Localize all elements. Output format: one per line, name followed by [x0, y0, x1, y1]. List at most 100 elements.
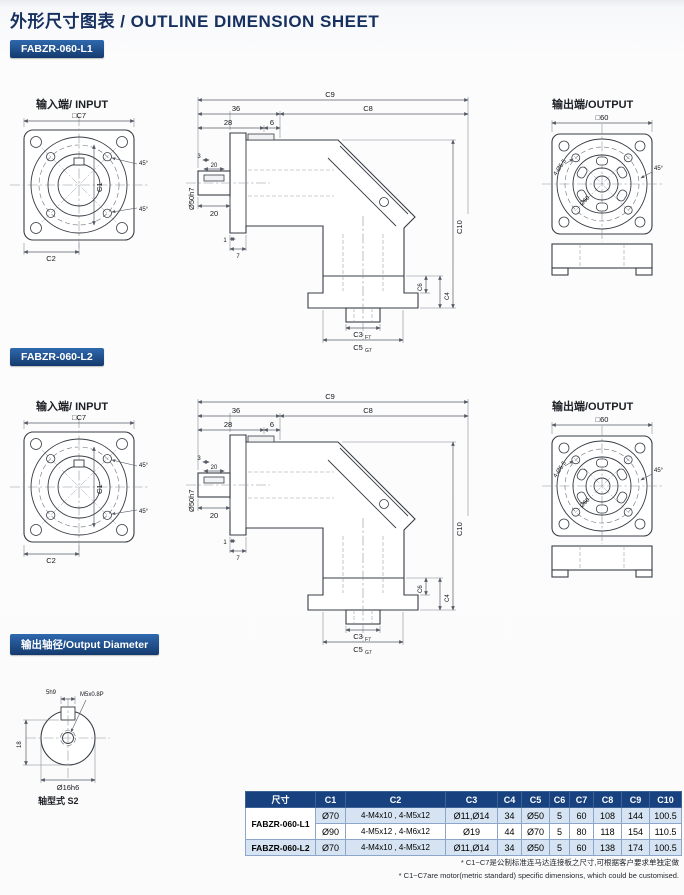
input-view-label: 输入端/ INPUT — [36, 99, 109, 111]
dim-c9: C9 — [325, 90, 335, 99]
col-header: C6 — [549, 791, 570, 808]
cell-c8: 108 — [593, 807, 622, 824]
cell-c8: 118 — [593, 823, 622, 840]
input-view-drawing: □C7 C1 C2 45° 45° — [10, 111, 149, 263]
dim-key-3: 3 — [197, 456, 201, 462]
dim-c5-tolerance: G7 — [365, 650, 372, 656]
cell-c5: Ø50 — [521, 839, 550, 856]
cell-c1: Ø70 — [315, 807, 346, 824]
shaft-dimensions — [23, 696, 96, 783]
dim-28: 28 — [224, 420, 232, 429]
input-view-dimensions — [23, 118, 138, 255]
cell-c1: Ø90 — [315, 823, 346, 840]
cell-c3: Ø19 — [445, 823, 498, 840]
input-view-dimensions — [23, 420, 138, 557]
cell-c2: 4-M4x10 , 4-M5x12 — [345, 839, 446, 856]
output-view-geometry — [542, 426, 662, 578]
dim-c4: C4 — [445, 292, 451, 300]
dim-c3: C3 — [353, 330, 363, 339]
dim-6: 6 — [270, 118, 274, 127]
dim-pilot-dia: Ø50h7 — [187, 187, 196, 210]
cell-model: FABZR-060-L2 — [245, 839, 316, 856]
output-view-drawing: □60 4-Ø5.5 Ø60 45° — [542, 415, 664, 578]
dim-c3: C3 — [353, 632, 363, 641]
col-header: C7 — [569, 791, 594, 808]
cell-c2: 4-M5x12 , 4-M6x12 — [345, 823, 446, 840]
dim-c1: C1 — [95, 182, 104, 192]
cell-model: FABZR-060-L1 — [245, 807, 316, 840]
cell-c9: 144 — [621, 807, 650, 824]
dim-c2: C2 — [46, 254, 56, 263]
table-header-row: 尺寸 C1 C2 C3 C4 C5 C6 C7 C8 C9 C10 — [245, 791, 682, 808]
cell-c5: Ø50 — [521, 807, 550, 824]
cell-c1: Ø70 — [315, 839, 346, 856]
cell-c5: Ø70 — [521, 823, 550, 840]
side-view-drawing: C9 36 C8 28 6 3 20 Ø50h7 20 1 7 C10 C6 C… — [186, 392, 469, 656]
output-view-label: 输出端/OUTPUT — [552, 401, 634, 413]
shaft-type-caption: 轴型式 S2 — [38, 796, 79, 806]
dim-keyway-width: 5h9 — [46, 690, 57, 696]
dim-20: 20 — [210, 209, 218, 218]
section-fabzr-060-l2: 输入端/ INPUT — [0, 390, 684, 665]
dim-c5: C5 — [353, 343, 363, 352]
dim-c10: C10 — [455, 522, 464, 536]
input-view-labels: □C7 C1 C2 45° 45° — [46, 413, 148, 565]
input-view-label: 输入端/ INPUT — [36, 401, 109, 413]
flange-slot-pattern — [576, 458, 628, 514]
dim-c6: C6 — [418, 585, 424, 593]
cell-c7: 60 — [569, 807, 594, 824]
output-view-label: 输出端/OUTPUT — [552, 99, 634, 111]
dim-keyway-depth: 18 — [17, 741, 23, 748]
cell-c6: 5 — [549, 839, 570, 856]
dim-6: 6 — [270, 420, 274, 429]
dim-key-20: 20 — [211, 465, 218, 471]
dim-square-c7: □C7 — [72, 413, 86, 422]
dim-28: 28 — [224, 118, 232, 127]
dim-key-3: 3 — [197, 154, 201, 160]
dim-angle-45: 45° — [654, 468, 664, 474]
side-view-dimensions — [197, 399, 469, 645]
dim-key-20: 20 — [211, 163, 218, 169]
dim-c9: C9 — [325, 392, 335, 401]
footnote-cn: * C1~C7是公制标准连马达连接板之尺寸,可根据客户要求单独定做 — [460, 858, 679, 867]
dim-36: 36 — [232, 406, 240, 415]
dim-c3-tolerance: F7 — [365, 637, 371, 643]
dim-c10: C10 — [455, 220, 464, 234]
page-title: 外形尺寸图表 / OUTLINE DIMENSION SHEET — [10, 12, 380, 31]
dim-1: 1 — [223, 238, 227, 244]
col-header: C2 — [345, 791, 446, 808]
cell-c4: 34 — [497, 807, 522, 824]
dim-c8: C8 — [363, 104, 373, 113]
table-row: FABZR-060-L2 Ø70 4-M4x10 , 4-M5x12 Ø11,Ø… — [245, 839, 682, 856]
output-view-dimensions — [551, 120, 653, 179]
table-row: Ø90 4-M5x12 , 4-M6x12 Ø19 44 Ø70 5 80 11… — [246, 823, 682, 840]
cell-c9: 154 — [621, 823, 650, 840]
col-header: C10 — [649, 791, 682, 808]
input-view-geometry — [10, 116, 148, 254]
cell-c8: 138 — [593, 839, 622, 856]
dim-c5-tolerance: G7 — [365, 348, 372, 354]
output-view-dimensions — [551, 422, 653, 481]
dim-c4: C4 — [445, 594, 451, 602]
cell-c2: 4-M4x10 , 4-M5x12 — [345, 807, 446, 824]
dim-7: 7 — [236, 254, 240, 260]
dim-pilot-dia: Ø50h7 — [187, 489, 196, 512]
side-view-labels: C9 36 C8 28 6 3 20 Ø50h7 20 1 7 C10 C6 C… — [187, 90, 464, 354]
model-badge-l1: FABZR-060-L1 — [10, 40, 104, 58]
dim-36: 36 — [232, 104, 240, 113]
col-header: C1 — [315, 791, 346, 808]
footnote-en: * C1~C7are motor(metric standard) specif… — [398, 870, 679, 880]
side-view-geometry — [186, 132, 419, 340]
dim-shaft-dia: Ø16h6 — [57, 783, 80, 792]
dim-angle-45: 45° — [139, 509, 149, 515]
cell-c6: 5 — [549, 807, 570, 824]
cell-c4: 34 — [497, 839, 522, 856]
output-view-drawing: □60 4-Ø5.5 Ø60 45° — [542, 113, 664, 276]
shaft-labels: 5h9 M5x0.8P 18 Ø16h6 — [17, 690, 104, 792]
cell-c6: 5 — [549, 823, 570, 840]
dim-angle-45: 45° — [654, 166, 664, 172]
col-header: C8 — [593, 791, 622, 808]
dim-c8: C8 — [363, 406, 373, 415]
cell-c7: 60 — [569, 839, 594, 856]
cell-c4: 44 — [497, 823, 522, 840]
